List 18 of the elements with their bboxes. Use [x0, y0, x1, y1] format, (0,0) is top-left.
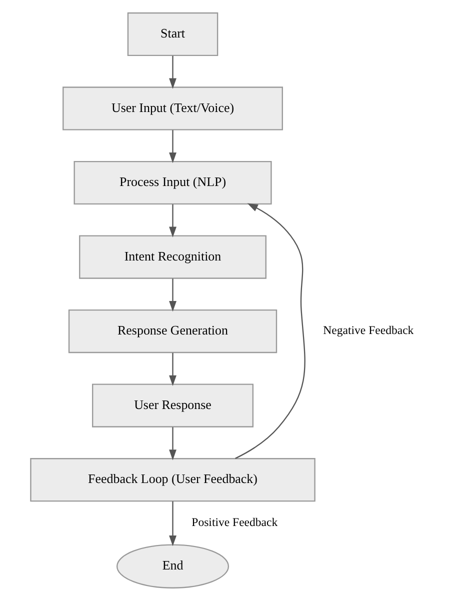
arrow	[169, 352, 176, 386]
node-box: Intent Recognition	[79, 235, 266, 279]
arrow	[169, 278, 176, 312]
node-box: User Response	[92, 384, 254, 428]
node-box: Feedback Loop (User Feedback)	[30, 458, 316, 502]
arrow	[235, 203, 306, 459]
node-box: User Input (Text/Voice)	[62, 86, 283, 130]
node-box: Response Generation	[68, 309, 278, 354]
node-box: Process Input (NLP)	[74, 160, 272, 205]
edge-label: Positive Feedback	[192, 516, 278, 529]
edge-label: Negative Feedback	[323, 324, 414, 338]
arrow	[169, 501, 176, 546]
arrow	[169, 56, 176, 89]
arrow	[169, 130, 176, 164]
node-box: Start	[127, 12, 218, 56]
arrow	[169, 204, 176, 238]
node-ellipse: End	[116, 544, 230, 588]
arrow	[169, 427, 176, 460]
